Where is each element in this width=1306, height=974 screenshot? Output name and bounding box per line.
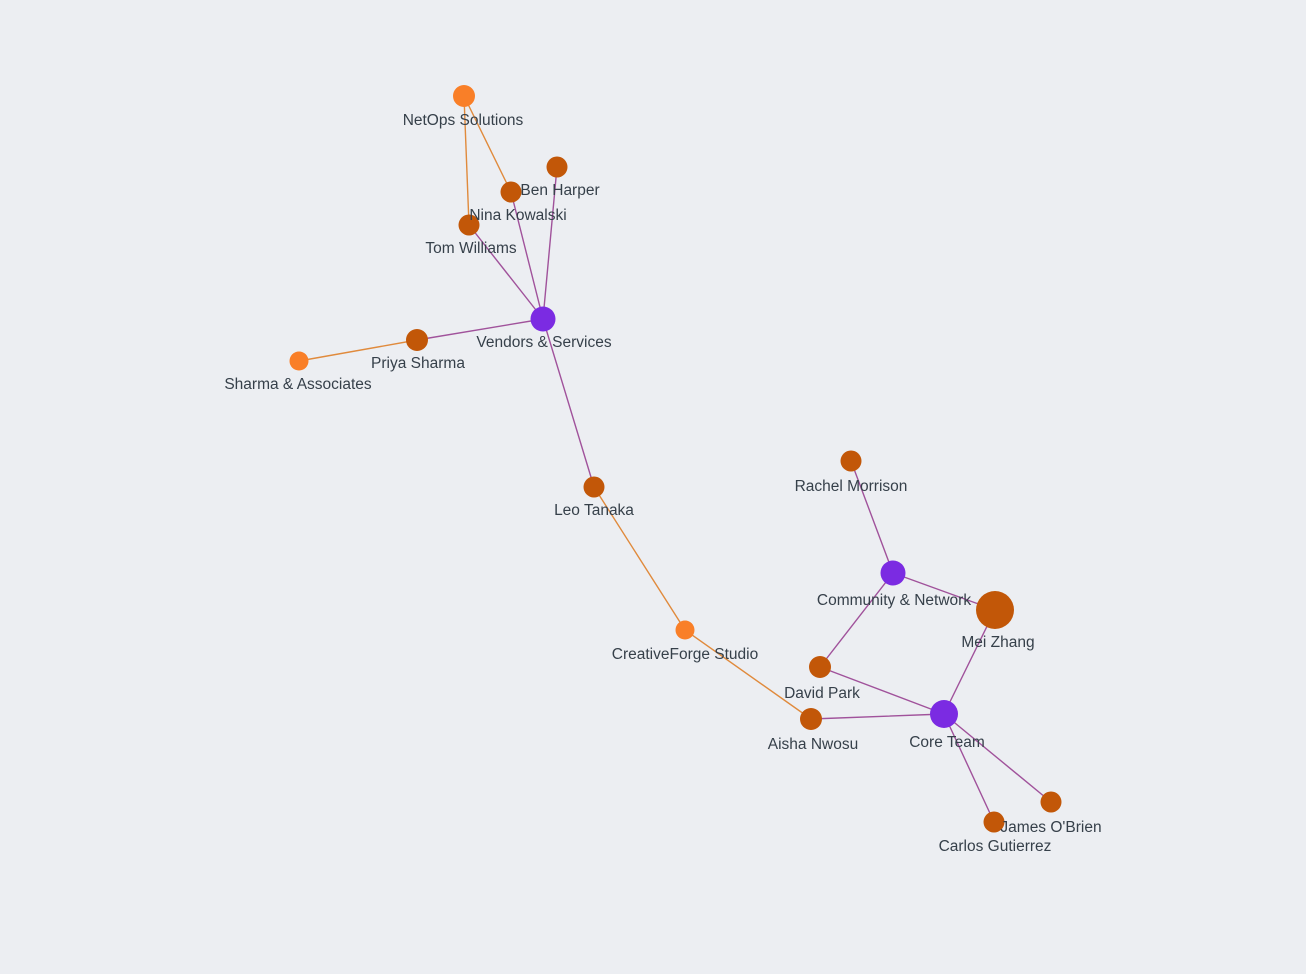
graph-node-label-rachel: Rachel Morrison xyxy=(795,478,908,495)
graph-node-label-carlos: Carlos Gutierrez xyxy=(939,838,1052,855)
graph-node-label-leotanaka: Leo Tanaka xyxy=(554,502,634,519)
graph-node-label-tomwill: Tom Williams xyxy=(425,240,517,257)
graph-node-aisha[interactable] xyxy=(800,708,822,730)
graph-node-label-creative: CreativeForge Studio xyxy=(612,646,758,663)
graph-node-vendors[interactable] xyxy=(530,306,556,332)
graph-node-label-community: Community & Network xyxy=(817,592,971,609)
graph-node-rachel[interactable] xyxy=(840,450,862,472)
graph-edge xyxy=(943,713,995,823)
graph-node-coreteam[interactable] xyxy=(930,700,958,728)
graph-edge xyxy=(819,572,894,668)
graph-edge xyxy=(943,713,1052,803)
graph-node-ninakow[interactable] xyxy=(500,181,522,203)
graph-node-label-coreteam: Core Team xyxy=(909,734,985,751)
graph-node-label-aisha: Aisha Nwosu xyxy=(768,736,858,753)
graph-node-priya[interactable] xyxy=(406,329,428,351)
graph-node-james[interactable] xyxy=(1040,791,1062,813)
graph-node-tomwill[interactable] xyxy=(458,214,480,236)
graph-edge xyxy=(810,713,945,720)
graph-node-label-ninakow: Nina Kowalski xyxy=(469,207,566,224)
graph-node-label-sharmaco: Sharma & Associates xyxy=(224,376,372,393)
graph-node-benharper[interactable] xyxy=(546,156,568,178)
graph-edge xyxy=(684,629,812,720)
graph-node-carlos[interactable] xyxy=(983,811,1005,833)
graph-node-meizhang[interactable] xyxy=(976,591,1014,629)
graph-node-label-vendors: Vendors & Services xyxy=(476,334,612,351)
graph-node-label-benharper: Ben Harper xyxy=(520,182,599,199)
graph-node-sharmaco[interactable] xyxy=(289,351,309,371)
graph-edge xyxy=(463,95,512,193)
graph-node-label-netops: NetOps Solutions xyxy=(403,112,524,129)
graph-node-label-james: James O'Brien xyxy=(1000,819,1101,836)
graph-node-netops[interactable] xyxy=(453,85,475,107)
graph-edge xyxy=(468,224,544,320)
node-layer xyxy=(289,85,1062,833)
graph-node-community[interactable] xyxy=(880,560,906,586)
graph-node-davidpark[interactable] xyxy=(809,656,831,678)
graph-node-leotanaka[interactable] xyxy=(583,476,605,498)
graph-node-label-davidpark: David Park xyxy=(784,685,860,702)
graph-node-creative[interactable] xyxy=(675,620,695,640)
graph-node-label-priya: Priya Sharma xyxy=(371,355,465,372)
graph-node-label-meizhang: Mei Zhang xyxy=(961,634,1034,651)
